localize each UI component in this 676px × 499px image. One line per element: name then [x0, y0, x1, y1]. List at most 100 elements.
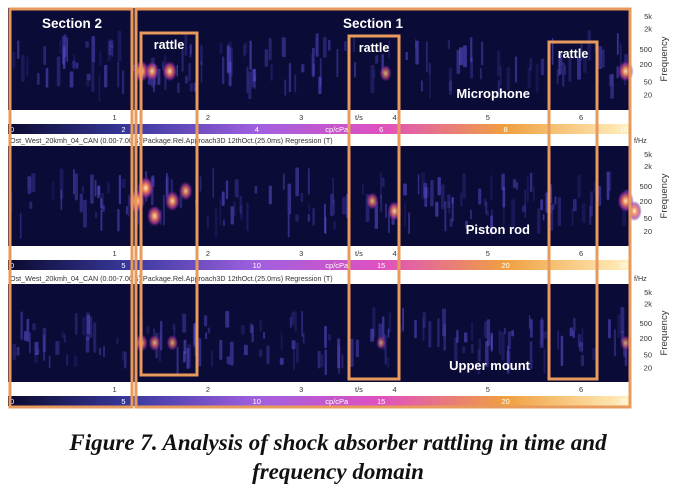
freq-unit-label: f/Hz — [634, 274, 647, 283]
noise-streak — [592, 347, 596, 361]
noise-streak — [321, 353, 324, 368]
scale-tick-label: 20 — [501, 397, 509, 406]
noise-streak — [422, 312, 426, 328]
scale-tick-label: 5 — [121, 261, 125, 270]
rattle-box — [347, 34, 401, 381]
noise-streak — [602, 49, 605, 68]
noise-streak — [524, 189, 527, 218]
freq-tick-label: 20 — [644, 227, 652, 236]
noise-streak — [37, 348, 40, 356]
noise-streak — [177, 82, 180, 93]
noise-streak — [121, 70, 125, 95]
noise-streak — [268, 37, 272, 60]
noise-streak — [470, 37, 473, 63]
rattle-box — [139, 31, 199, 377]
time-tick-label: 4 — [392, 385, 396, 394]
time-tick-label: 1 — [113, 249, 117, 258]
panel-header: Ost_West_20kmh_04_CAN (0.00-7.00 s).Pack… — [10, 136, 333, 145]
scale-tick-label: 10 — [253, 397, 261, 406]
time-tick-label: 5 — [486, 249, 490, 258]
noise-streak — [199, 176, 202, 192]
noise-streak — [540, 58, 545, 76]
noise-streak — [118, 174, 122, 205]
noise-streak — [579, 341, 584, 352]
noise-streak — [225, 310, 230, 328]
scale-tick-label: 20 — [501, 261, 509, 270]
noise-streak — [448, 80, 452, 96]
noise-streak — [29, 201, 33, 209]
noise-streak — [403, 183, 408, 196]
noise-streak — [91, 36, 96, 63]
noise-streak — [97, 185, 100, 199]
noise-streak — [529, 341, 533, 370]
noise-streak — [616, 32, 619, 55]
freq-tick-label: 5k — [644, 288, 652, 297]
noise-streak — [608, 74, 613, 87]
noise-streak — [315, 33, 319, 57]
noise-streak — [608, 319, 611, 339]
noise-streak — [186, 347, 190, 369]
noise-streak — [535, 63, 539, 93]
noise-streak — [206, 215, 209, 229]
noise-streak — [212, 168, 215, 199]
noise-streak — [435, 201, 439, 217]
noise-streak — [226, 356, 231, 365]
noise-streak — [229, 41, 232, 68]
noise-streak — [252, 68, 257, 82]
noise-streak — [279, 357, 284, 365]
noise-streak — [444, 200, 447, 232]
freq-tick-label: 500 — [639, 45, 652, 54]
noise-streak — [52, 181, 55, 201]
noise-streak — [550, 205, 554, 231]
noise-streak — [448, 67, 453, 91]
noise-streak — [264, 49, 269, 67]
noise-streak — [85, 41, 89, 48]
noise-streak — [311, 54, 313, 76]
noise-streak — [203, 315, 208, 327]
noise-streak — [249, 40, 252, 70]
caption-line-1: Figure 7. Analysis of shock absorber rat… — [69, 430, 607, 455]
noise-streak — [259, 319, 262, 332]
freq-tick-label: 5k — [644, 12, 652, 21]
noise-streak — [415, 40, 419, 65]
panel-name: Piston rod — [466, 222, 530, 237]
noise-streak — [483, 198, 487, 207]
noise-streak — [72, 169, 75, 195]
noise-streak — [581, 328, 584, 354]
noise-streak — [19, 212, 22, 239]
noise-streak — [74, 313, 78, 335]
noise-streak — [26, 318, 30, 342]
noise-streak — [380, 194, 383, 212]
noise-streak — [429, 73, 431, 99]
noise-streak — [512, 179, 517, 189]
noise-streak — [506, 350, 511, 371]
noise-streak — [610, 73, 614, 99]
noise-streak — [349, 338, 354, 367]
time-tick-label: t/s — [355, 249, 363, 258]
noise-streak — [470, 321, 474, 341]
noise-streak — [562, 62, 565, 87]
noise-streak — [470, 57, 474, 79]
noise-streak — [21, 54, 25, 82]
time-tick-label: 6 — [579, 113, 583, 122]
noise-streak — [514, 56, 518, 83]
noise-streak — [355, 339, 359, 358]
time-tick-label: 2 — [206, 249, 210, 258]
freq-tick-label: 200 — [639, 197, 652, 206]
noise-streak — [490, 174, 493, 201]
noise-streak — [248, 71, 252, 100]
noise-streak — [490, 332, 493, 352]
noise-streak — [511, 199, 515, 230]
noise-streak — [556, 69, 559, 85]
time-tick-label: 2 — [206, 385, 210, 394]
noise-streak — [590, 191, 593, 217]
noise-streak — [533, 186, 535, 201]
noise-streak — [223, 219, 225, 227]
noise-streak — [23, 331, 27, 341]
noise-streak — [66, 37, 68, 63]
noise-streak — [485, 201, 488, 214]
noise-streak — [289, 316, 292, 328]
noise-streak — [333, 199, 336, 215]
noise-streak — [551, 203, 555, 211]
rattle-hotspot — [365, 191, 379, 211]
